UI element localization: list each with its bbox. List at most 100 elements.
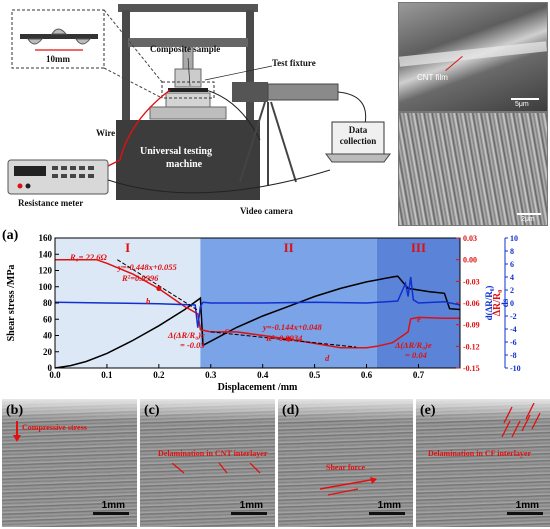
wire-label: Wire bbox=[96, 128, 116, 138]
photo-label: (c) bbox=[144, 403, 160, 418]
point-marker-d bbox=[286, 336, 292, 342]
panel-label-a: (a) bbox=[2, 228, 19, 243]
resistance-change-line bbox=[55, 258, 460, 349]
y-left-tick-label-0: 0 bbox=[48, 363, 53, 373]
photo-annotation: Delamination in CNT interlayer bbox=[158, 449, 268, 458]
resistance-meter-display bbox=[14, 166, 46, 176]
photo-annotation: Compressive stress bbox=[22, 423, 87, 432]
y-left-tick-label-4: 80 bbox=[43, 298, 53, 308]
photo-top-highlight bbox=[140, 399, 275, 421]
photo-label: (d) bbox=[282, 403, 300, 418]
point-marker-b bbox=[156, 286, 162, 292]
photo-top-highlight bbox=[2, 399, 137, 421]
machine-label-line2: machine bbox=[166, 159, 203, 170]
data-collection-line1: Data bbox=[348, 125, 368, 135]
y-right1-tick-label-1: -0.12 bbox=[463, 342, 480, 351]
y-right2-tick-label-4: -2 bbox=[510, 312, 517, 321]
fixture-base-plate bbox=[149, 106, 227, 120]
machine-column-right bbox=[246, 10, 254, 130]
region-label-1: I bbox=[125, 240, 130, 255]
machine-base bbox=[116, 120, 260, 200]
fixture-block-top bbox=[174, 68, 202, 88]
camera-lens bbox=[267, 83, 339, 101]
y-right2-tick-label-1: -8 bbox=[510, 351, 517, 360]
inset-fixture-bottom-right bbox=[75, 38, 92, 45]
x-axis-label: Displacement /mm bbox=[218, 382, 298, 393]
region-label-3: III bbox=[411, 240, 426, 255]
delta-e-line2: = 0.04 bbox=[405, 350, 427, 360]
y-left-tick-label-1: 20 bbox=[43, 347, 53, 357]
photo-scale-bar bbox=[507, 512, 543, 515]
y-left-tick-label-3: 60 bbox=[43, 314, 53, 324]
machine-label-line1: Universal testing bbox=[140, 146, 212, 157]
video-camera-label: Video camera bbox=[240, 206, 293, 216]
point-c-label: c bbox=[225, 325, 229, 335]
sem-cnt-film-band bbox=[399, 41, 547, 67]
tripod-leg-3 bbox=[270, 101, 297, 183]
setup-svg bbox=[7, 4, 391, 200]
dimension-label: 10mm bbox=[46, 54, 70, 64]
y-left-tick-label-7: 140 bbox=[39, 249, 53, 259]
fixture-block-bottom bbox=[165, 92, 211, 108]
photo-scale-label: 1mm bbox=[377, 500, 401, 511]
inset-sample bbox=[20, 34, 98, 39]
fit2-equation: y=-0.144x+0.048 bbox=[262, 322, 323, 332]
photo-scale-bar bbox=[231, 512, 267, 515]
composite-sample bbox=[168, 88, 208, 92]
photo-scale-bar bbox=[369, 512, 405, 515]
y-right2-tick-label-0: -10 bbox=[510, 364, 521, 373]
wire-red bbox=[99, 89, 171, 171]
laptop-base bbox=[325, 153, 391, 163]
point-b-label: b bbox=[146, 296, 150, 306]
fit1-equation: y=-0.448x+0.055 bbox=[117, 262, 178, 272]
inset-fixture-bottom-left bbox=[27, 38, 44, 45]
photo-annotation: Shear force bbox=[326, 463, 366, 472]
delta-c-line1: Δ(ΔR/R₀)c bbox=[167, 330, 205, 340]
zoom-line-2 bbox=[103, 67, 163, 99]
point-e-label: e bbox=[417, 314, 421, 324]
machine-top-beam bbox=[118, 4, 258, 12]
y-right2-tick-label-3: -4 bbox=[510, 325, 517, 334]
delta-c-line2: = -0.03 bbox=[180, 340, 205, 350]
resistance-meter-buttons bbox=[52, 166, 94, 178]
y-right1-tick-label-2: -0.09 bbox=[463, 321, 480, 330]
resistance-meter-label: Resistance meter bbox=[18, 198, 84, 208]
x-tick-label-0: 0.0 bbox=[49, 370, 61, 380]
sem-image-top: CNT film 5μm bbox=[398, 2, 548, 112]
compressive-stress-arrow-icon bbox=[13, 421, 21, 442]
cnt-film-label: CNT film bbox=[417, 73, 448, 82]
sem-scale-bar-top bbox=[511, 98, 539, 100]
x-tick-label-5: 0.5 bbox=[309, 370, 321, 380]
sem-scale-bottom: 2μm bbox=[521, 216, 535, 223]
resistance-meter-terminal-1 bbox=[17, 183, 23, 189]
r0-label: R₀= 22.6Ω bbox=[69, 252, 107, 262]
photo-scale-label: 1mm bbox=[101, 500, 125, 511]
y-right1-tick-label-5: 0.00 bbox=[463, 256, 477, 265]
fit1-r2: R²=0.9996 bbox=[121, 273, 159, 283]
camera-body bbox=[232, 82, 268, 102]
inset-fixture-top bbox=[51, 28, 68, 35]
delta-e-line1: Δ(ΔR/R₀)e bbox=[394, 340, 432, 350]
cf-delamination-arrows-icon bbox=[501, 403, 541, 438]
sem-image-bottom: 2μm bbox=[398, 112, 548, 226]
machine-crosshead bbox=[128, 38, 248, 47]
fit2-r2: R²=0.9934 bbox=[265, 333, 302, 343]
y-right1-tick-label-3: -0.06 bbox=[463, 299, 480, 308]
photo-top-highlight bbox=[416, 399, 550, 421]
resistance-meter-terminal-2 bbox=[25, 183, 31, 189]
y-right2-tick-label-7: 4 bbox=[510, 273, 514, 282]
photo-label: (e) bbox=[420, 403, 436, 418]
y-left-tick-label-2: 40 bbox=[43, 331, 53, 341]
photo-panel-d: (d) Shear force 1mm bbox=[278, 399, 413, 527]
y-right1-tick-label-6: 0.03 bbox=[463, 234, 477, 243]
x-tick-label-4: 0.4 bbox=[257, 370, 269, 380]
camera-cable bbox=[337, 91, 367, 125]
zoom-line-1 bbox=[103, 9, 163, 83]
fixture-dashed-box bbox=[161, 81, 215, 99]
tripod-leg-1 bbox=[239, 101, 266, 183]
delamination-arrows-icon bbox=[171, 463, 261, 474]
